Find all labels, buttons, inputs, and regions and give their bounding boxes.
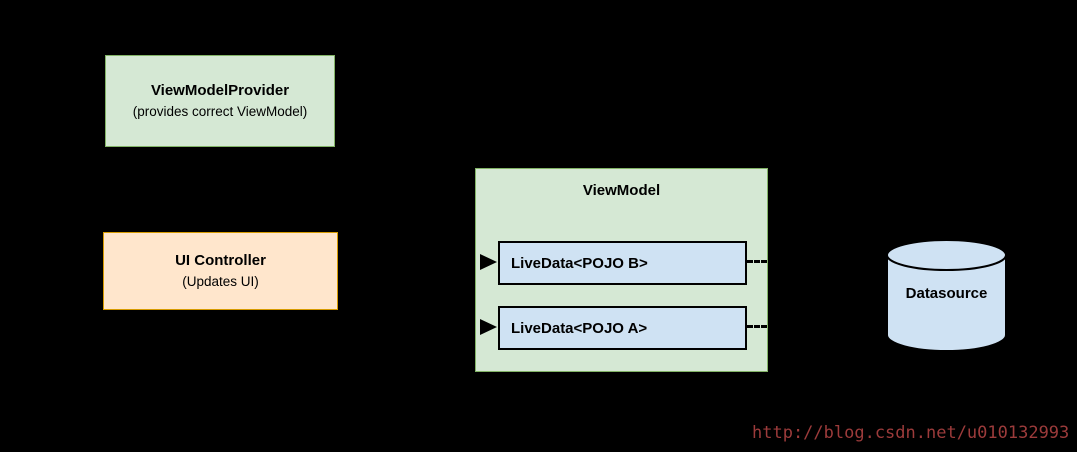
datasource-cylinder: Datasource bbox=[885, 238, 1008, 353]
viewmodelprovider-title: ViewModelProvider bbox=[150, 82, 290, 100]
ui-controller-title: UI Controller bbox=[175, 252, 266, 270]
arrowhead-into-livedata-b-icon bbox=[480, 254, 497, 270]
viewmodel-box: ViewModel LiveData<POJO B> LiveData<POJO… bbox=[475, 168, 768, 372]
watermark-url: http://blog.csdn.net/u010132993 bbox=[752, 423, 1070, 443]
viewmodelprovider-box: ViewModelProvider (provides correct View… bbox=[105, 55, 335, 147]
livedata-pojo-b-box: LiveData<POJO B> bbox=[498, 241, 747, 285]
arrowhead-into-livedata-a-icon bbox=[480, 319, 497, 335]
viewmodel-title: ViewModel bbox=[582, 182, 661, 199]
datasource-label: Datasource bbox=[905, 285, 988, 302]
livedata-pojo-b-label: LiveData<POJO B> bbox=[511, 254, 648, 272]
ui-controller-subtitle: (Updates UI) bbox=[182, 274, 259, 290]
cylinder-shape-icon bbox=[886, 239, 1007, 352]
ui-controller-box: UI Controller (Updates UI) bbox=[103, 232, 338, 310]
livedata-pojo-a-box: LiveData<POJO A> bbox=[498, 306, 747, 350]
viewmodelprovider-subtitle: (provides correct ViewModel) bbox=[132, 104, 308, 120]
dashed-connector-livedata-a bbox=[747, 325, 767, 328]
livedata-pojo-a-label: LiveData<POJO A> bbox=[511, 319, 648, 337]
dashed-connector-livedata-b bbox=[747, 260, 767, 263]
